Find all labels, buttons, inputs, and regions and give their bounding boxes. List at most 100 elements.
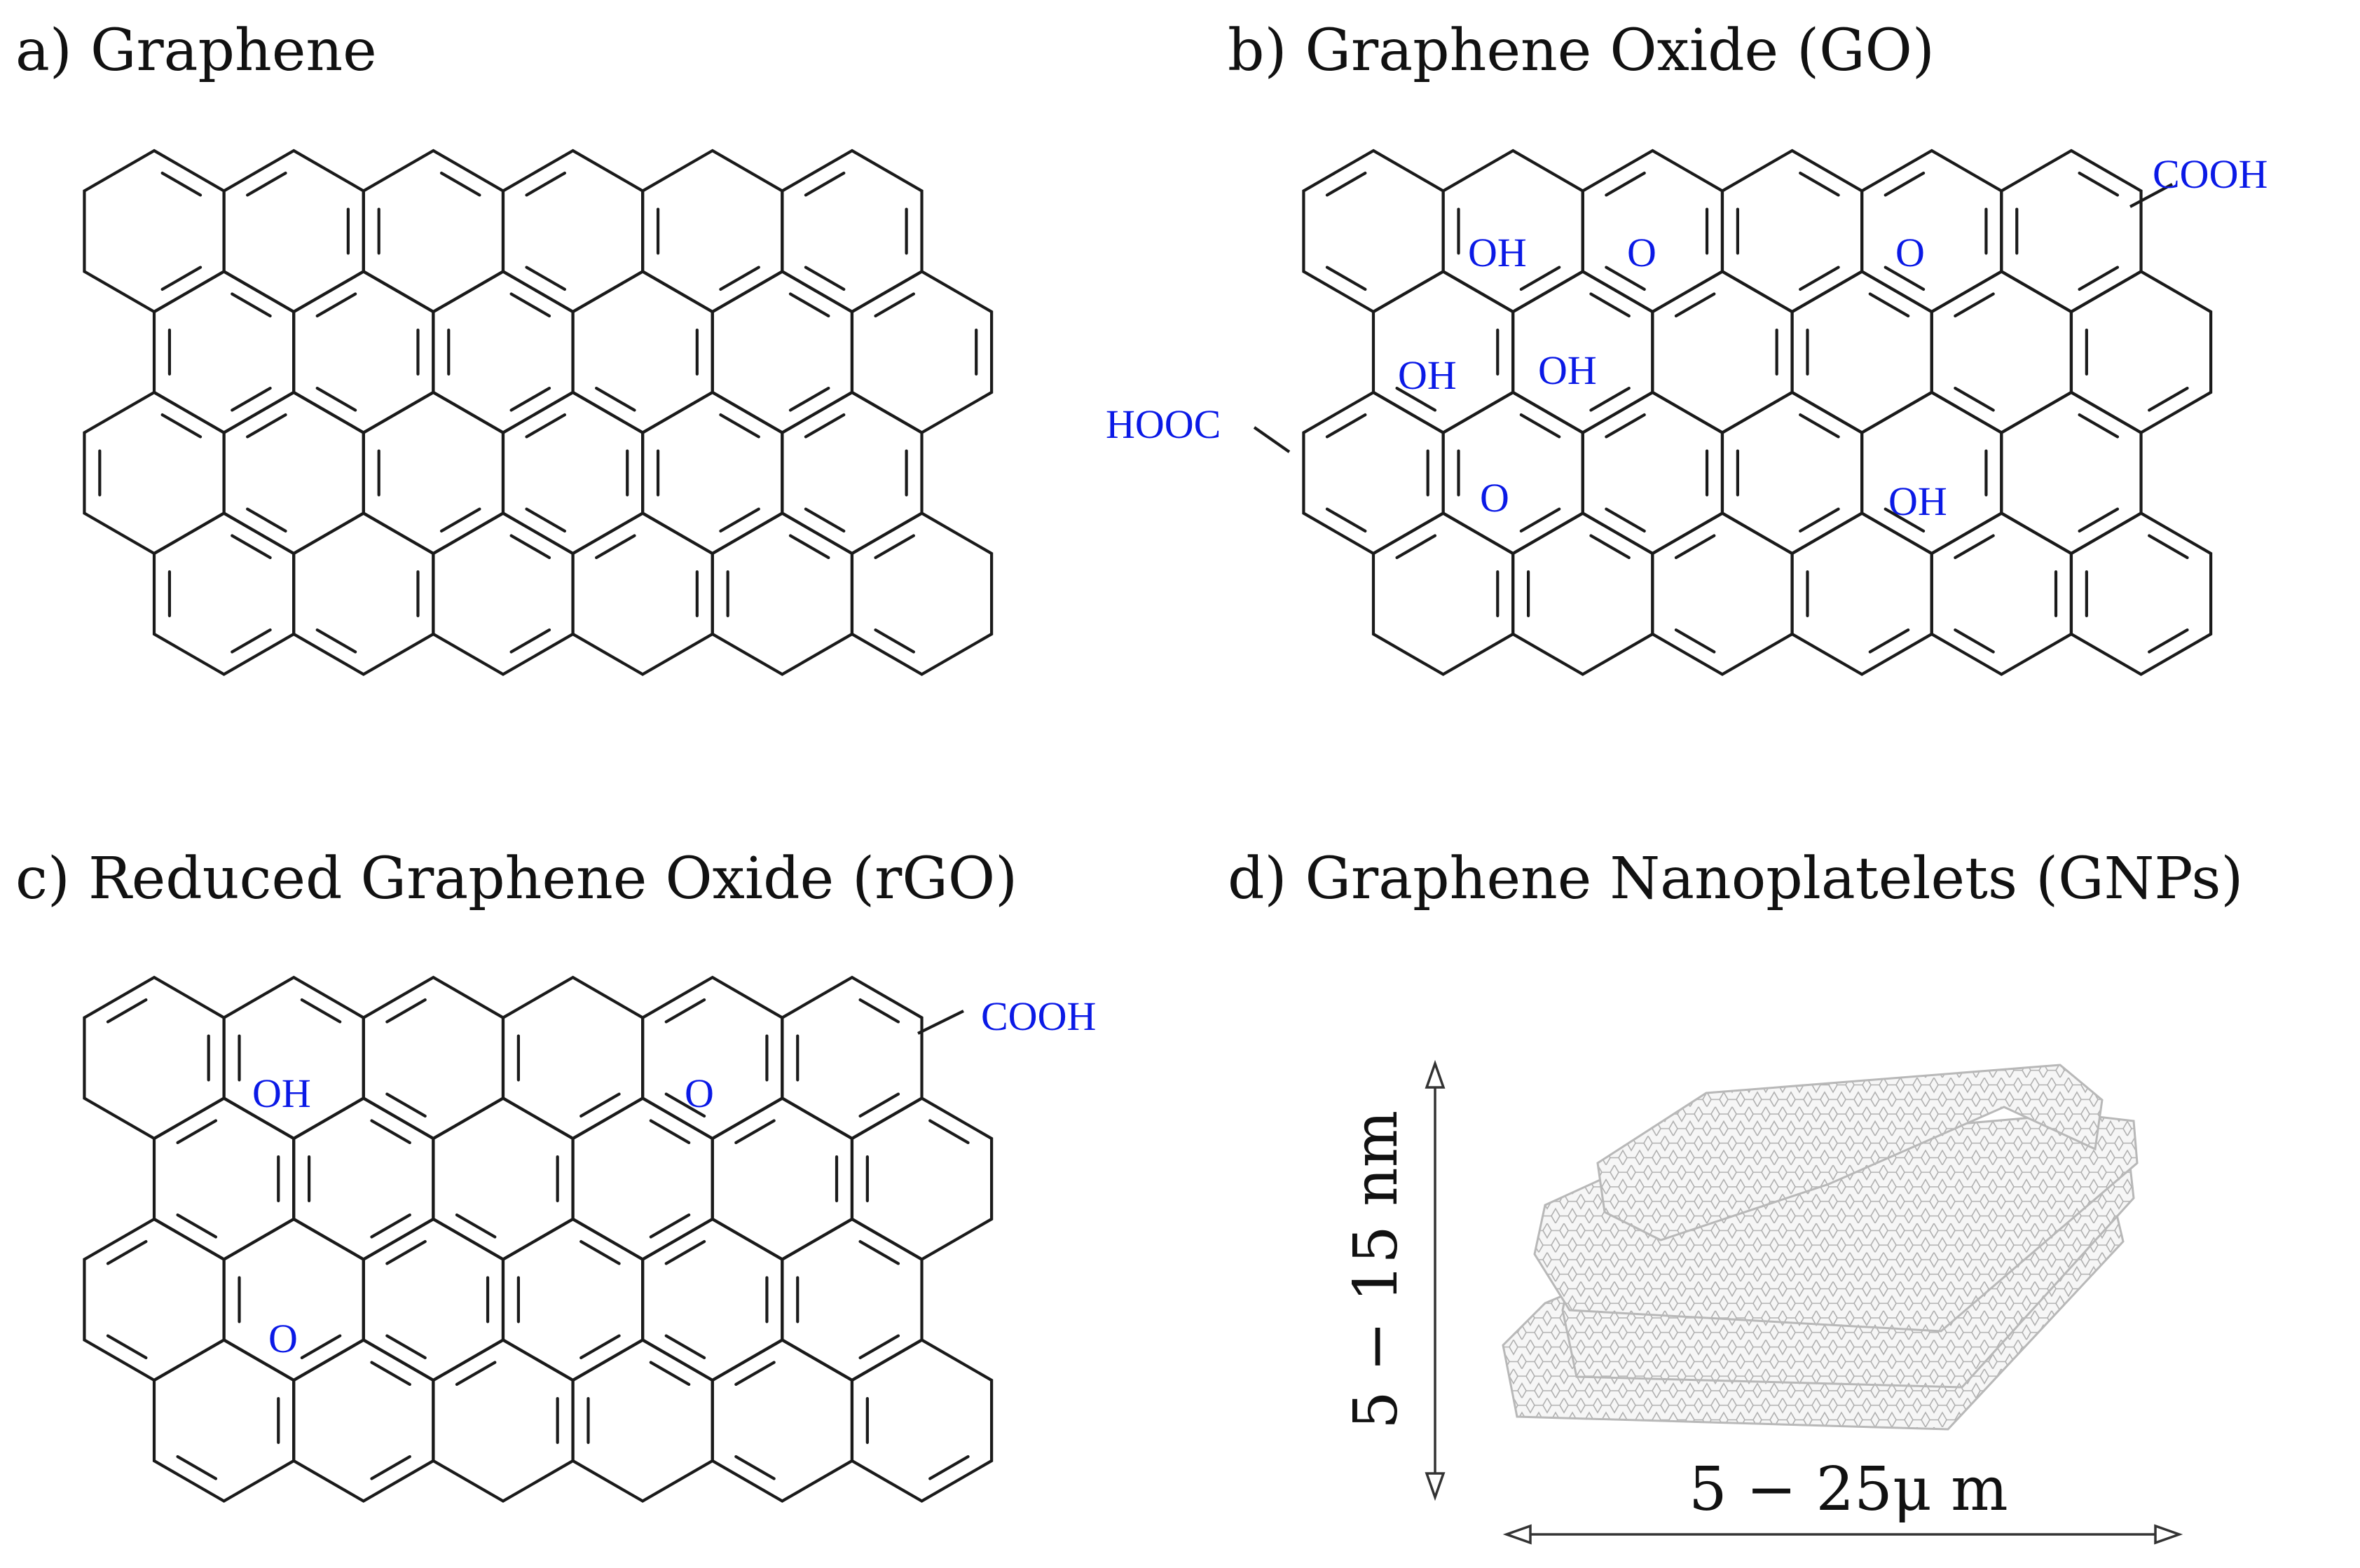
double-bond xyxy=(160,266,203,291)
double-bond xyxy=(1954,534,1995,560)
carbon-ring xyxy=(850,270,994,434)
double-bond xyxy=(1954,292,1995,318)
double-bond xyxy=(315,628,357,654)
double-bond xyxy=(525,266,567,291)
double-bond xyxy=(300,998,342,1024)
carbon-ring xyxy=(1511,511,1654,676)
carbon-ring xyxy=(850,511,994,676)
carbon-ring xyxy=(1651,270,1794,434)
double-bond xyxy=(804,171,846,197)
platelet xyxy=(1596,1064,2104,1242)
double-bond xyxy=(509,534,551,560)
panel-d-title: d) Graphene Nanoplatelets (GNPs) xyxy=(1228,846,2243,912)
graphene-lattice xyxy=(83,149,994,676)
carbon-ring xyxy=(571,511,714,676)
double-bond xyxy=(1884,266,1926,291)
double-bond xyxy=(300,1334,342,1360)
double-bond xyxy=(1395,386,1437,412)
double-bond xyxy=(246,507,287,533)
group-epoxy-o: O xyxy=(268,1316,298,1361)
double-bond xyxy=(579,1239,621,1265)
thickness-label: 5 − 15 nm xyxy=(1341,1110,1411,1429)
double-bond xyxy=(788,386,830,412)
double-bond xyxy=(858,1334,900,1360)
double-bond xyxy=(106,1239,148,1265)
double-bond xyxy=(1868,628,1910,654)
carbon-ring xyxy=(2000,390,2143,556)
carbon-ring xyxy=(1860,149,2003,314)
double-bond xyxy=(1799,507,1840,533)
carbon-ring xyxy=(1581,390,1724,556)
double-bond xyxy=(1799,266,1840,291)
double-bond xyxy=(246,171,287,197)
double-bond xyxy=(858,1092,900,1118)
double-bond xyxy=(1325,171,1367,197)
carbon-ring xyxy=(362,975,505,1141)
double-bond xyxy=(858,1239,900,1265)
carbon-ring xyxy=(83,390,226,556)
graphene-oxide-lattice xyxy=(1302,149,2213,676)
double-bond xyxy=(231,628,272,654)
double-bond xyxy=(231,534,272,560)
double-bond xyxy=(1325,507,1367,533)
carbon-ring xyxy=(641,149,784,314)
double-bond xyxy=(1884,171,1926,197)
double-bond xyxy=(231,292,272,318)
double-bond xyxy=(1519,507,1561,533)
thickness-arrow xyxy=(1425,1059,1446,1501)
double-bond xyxy=(385,1334,427,1360)
double-bond xyxy=(1395,534,1437,560)
carbon-ring xyxy=(292,1096,435,1261)
carbon-ring xyxy=(292,1338,435,1503)
double-bond xyxy=(1884,507,1926,533)
double-bond xyxy=(385,1239,427,1265)
carbon-ring xyxy=(1720,149,1864,314)
group-oh: OH xyxy=(1538,348,1597,393)
double-bond xyxy=(719,413,760,439)
double-bond xyxy=(1589,386,1631,412)
carbon-ring xyxy=(292,511,435,676)
double-bond xyxy=(176,1454,218,1480)
double-bond xyxy=(664,1239,706,1265)
double-bond xyxy=(1868,292,1910,318)
carbon-ring xyxy=(152,1338,296,1503)
carbon-ring xyxy=(1441,390,1584,556)
double-bond xyxy=(2148,628,2189,654)
carbon-ring xyxy=(83,149,226,314)
double-bond xyxy=(595,534,636,560)
double-bond xyxy=(106,1334,148,1360)
carbon-ring xyxy=(1302,149,1445,314)
double-bond xyxy=(315,386,357,412)
double-bond xyxy=(874,534,915,560)
double-bond xyxy=(1674,292,1716,318)
double-bond xyxy=(2078,507,2120,533)
carbon-ring xyxy=(1860,390,2003,556)
carbon-ring xyxy=(83,975,226,1141)
double-bond xyxy=(1589,292,1631,318)
carbon-ring xyxy=(781,1217,924,1382)
double-bond xyxy=(1674,628,1716,654)
carbon-ring xyxy=(850,1096,994,1261)
double-bond xyxy=(734,1119,776,1145)
carbon-ring xyxy=(711,1338,854,1503)
carbon-ring xyxy=(571,1338,714,1503)
double-bond xyxy=(439,507,481,533)
double-bond xyxy=(1605,266,1646,291)
carbon-ring xyxy=(152,511,296,676)
carbon-ring xyxy=(781,149,924,314)
nanoplatelet-stack xyxy=(1502,1064,2139,1431)
carbon-ring xyxy=(1651,511,1794,676)
carbon-ring xyxy=(1371,511,1515,676)
double-bond xyxy=(509,628,551,654)
double-bond xyxy=(874,628,915,654)
double-bond xyxy=(160,171,203,197)
double-bond xyxy=(1325,266,1367,291)
carbon-ring xyxy=(501,149,645,314)
double-bond xyxy=(1605,507,1646,533)
double-bond xyxy=(2078,171,2120,197)
double-bond xyxy=(1605,413,1646,439)
group-oh: OH xyxy=(1398,352,1457,398)
double-bond xyxy=(385,998,427,1024)
carbon-ring xyxy=(1930,511,2073,676)
carbon-ring xyxy=(2069,270,2213,434)
